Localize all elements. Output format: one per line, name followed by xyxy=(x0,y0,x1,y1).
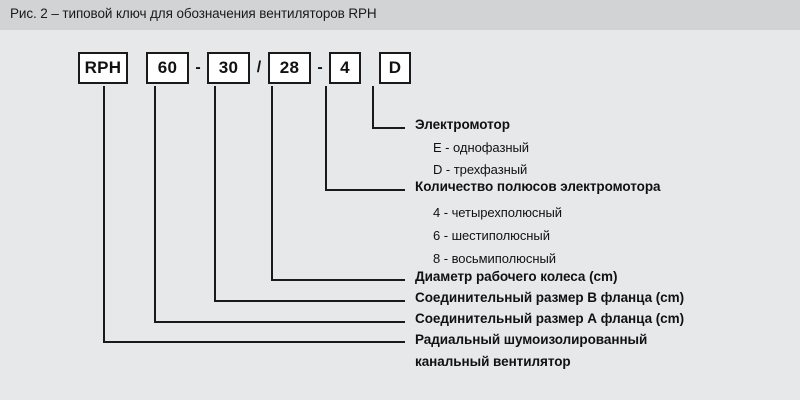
legend-title-flange-a: Соединительный размер А фланца (cm) xyxy=(415,311,685,326)
legend-option-poles-8: 8 - восьмиполюсный xyxy=(433,251,556,266)
code-separator-2: / xyxy=(256,59,262,76)
leader-hline-series xyxy=(103,341,405,343)
leader-vline-flange-b xyxy=(214,86,216,302)
leader-hline-impeller xyxy=(271,279,405,281)
code-box-series[interactable]: RPH xyxy=(78,52,128,84)
leader-vline-impeller xyxy=(271,86,273,281)
legend-option-motor-d: D - трехфазный xyxy=(433,162,528,177)
code-box-flange-b[interactable]: 30 xyxy=(207,52,250,84)
code-box-poles[interactable]: 4 xyxy=(329,52,361,84)
leader-hline-motor xyxy=(372,127,405,129)
legend-title-series: Радиальный шумоизолированный xyxy=(415,332,648,347)
leader-hline-flange-b xyxy=(214,300,405,302)
legend-title-series-line2: канальный вентилятор xyxy=(415,354,571,369)
code-box-motor[interactable]: D xyxy=(379,52,411,84)
leader-vline-series xyxy=(103,86,105,343)
legend-option-poles-4: 4 - четырехполюсный xyxy=(433,205,562,220)
product-code-row: RPH 60 - 30 / 28 - 4 D xyxy=(78,50,411,86)
legend-option-motor-e: E - однофазный xyxy=(433,140,529,155)
leader-vline-poles xyxy=(325,86,327,191)
code-separator-1: - xyxy=(195,59,201,76)
legend-option-poles-6: 6 - шестиполюсный xyxy=(433,228,550,243)
caption-bar xyxy=(0,0,800,30)
code-separator-3: - xyxy=(317,59,323,76)
leader-hline-flange-a xyxy=(154,321,405,323)
code-box-flange-a[interactable]: 60 xyxy=(146,52,189,84)
legend-title-motor: Электромотор xyxy=(415,117,510,132)
code-box-impeller[interactable]: 28 xyxy=(268,52,311,84)
leader-hline-poles xyxy=(325,189,405,191)
leader-vline-motor xyxy=(372,86,374,129)
figure-caption: Рис. 2 – типовой ключ для обозначения ве… xyxy=(10,6,377,21)
legend-title-poles: Количество полюсов электромотора xyxy=(415,179,661,194)
legend-title-flange-b: Соединительный размер В фланца (cm) xyxy=(415,290,685,305)
leader-vline-flange-a xyxy=(154,86,156,323)
legend-title-impeller: Диаметр рабочего колеса (cm) xyxy=(415,269,618,284)
